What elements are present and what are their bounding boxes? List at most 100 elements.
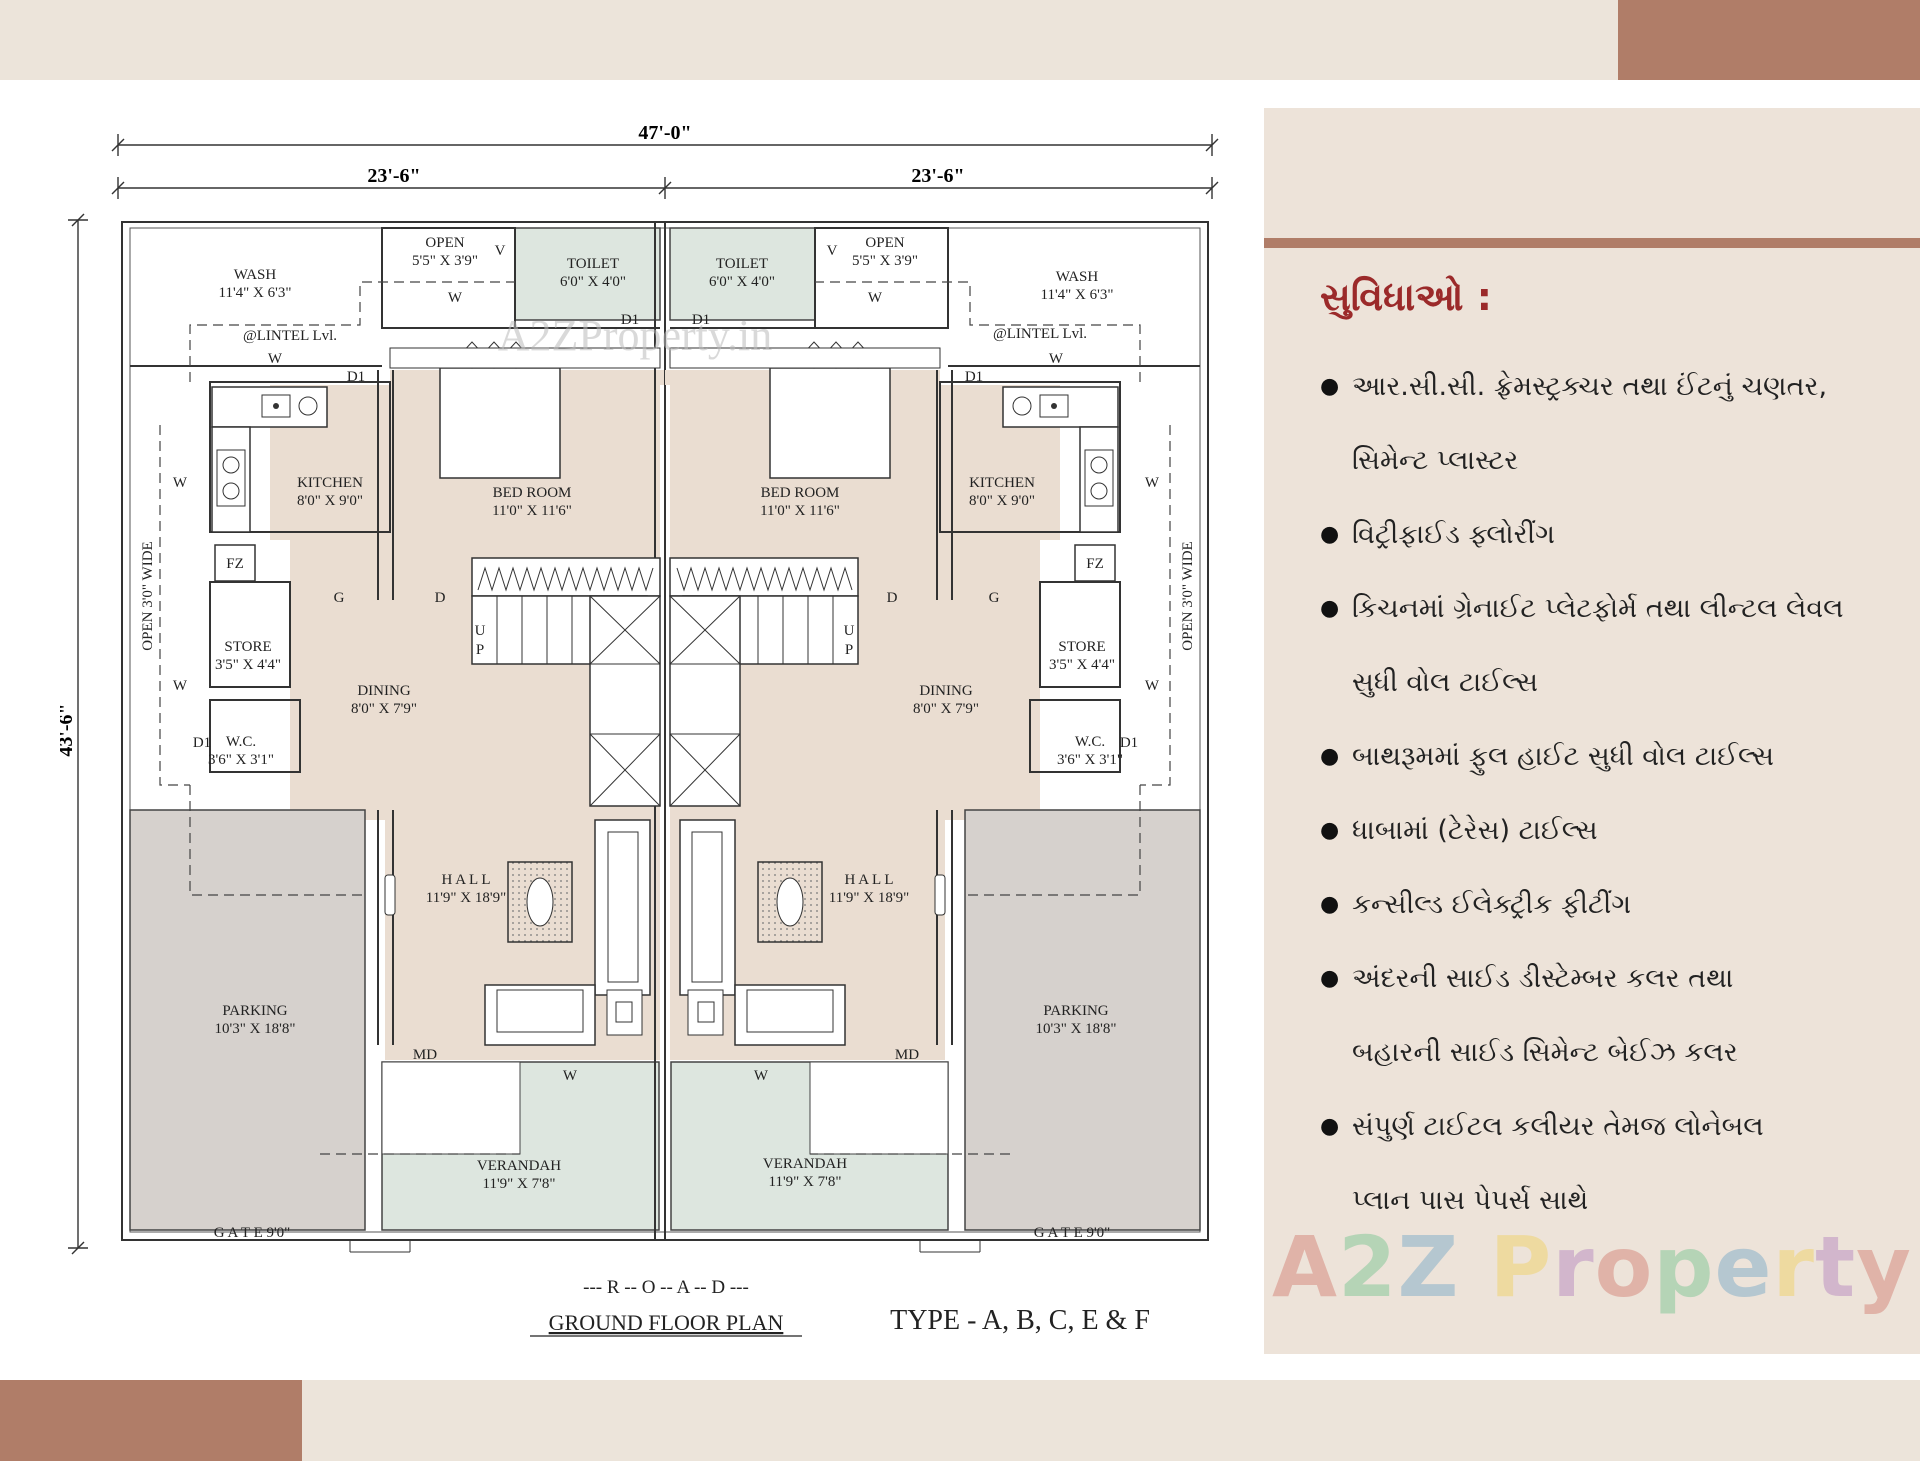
right-store-size: 3'5" X 4'4": [1049, 657, 1115, 673]
left-vent-mark: V: [495, 243, 506, 259]
right-wash-label: WASH: [1056, 269, 1099, 285]
left-wash-size: 11'4" X 6'3": [219, 285, 292, 301]
right-gas-mark: G: [989, 590, 1000, 606]
right-wash-size: 11'4" X 6'3": [1041, 287, 1114, 303]
right-open-side-label: OPEN 3'0" WIDE: [1180, 541, 1196, 650]
bottom-band: [0, 1380, 1920, 1461]
right-lintel-label: @LINTEL Lvl.: [993, 326, 1087, 342]
amenity-item: અંદરની સાઈડ ડીસ્ટેમ્બર કલર તથા: [1320, 942, 1910, 1016]
overall-width-label: 47'-0": [638, 122, 691, 144]
left-parking-size: 10'3" X 18'8": [215, 1021, 296, 1037]
left-bedroom-size: 11'0" X 11'6": [492, 503, 572, 519]
left-kitchen-label: KITCHEN: [297, 475, 363, 491]
left-kitchen-size: 8'0" X 9'0": [297, 493, 363, 509]
right-window-mark-2: W: [1049, 351, 1064, 367]
right-window-mark-1: W: [868, 290, 883, 306]
amenity-item: આર.સી.સી. ફ્રેમસ્ટ્રક્ચર તથા ઈંટનું ચણતર…: [1320, 350, 1910, 424]
left-door-mark-kitchen: D1: [347, 369, 365, 385]
right-window-mark-5: W: [754, 1068, 769, 1084]
left-verandah-size: 11'9" X 7'8": [483, 1176, 556, 1192]
right-parking-label: PARKING: [1043, 1003, 1108, 1019]
left-toilet-label: TOILET: [567, 256, 619, 272]
right-open-size: 5'5" X 3'9": [852, 253, 918, 269]
left-store-size: 3'5" X 4'4": [215, 657, 281, 673]
plan-caption: GROUND FLOOR PLAN: [549, 1310, 784, 1335]
left-up-mark-u: U: [475, 623, 486, 639]
right-fridge-mark: FZ: [1086, 556, 1104, 572]
left-unit: [129, 222, 666, 1253]
left-dining-door-mark: D: [435, 590, 446, 606]
right-wc-size: 3'6" X 3'1": [1057, 752, 1123, 768]
left-wc-size: 3'6" X 3'1": [208, 752, 274, 768]
right-window-mark-3: W: [1145, 475, 1160, 491]
left-store-label: STORE: [224, 639, 271, 655]
right-hall-size: 11'9" X 18'9": [829, 890, 909, 906]
left-wc-label: W.C.: [226, 734, 256, 750]
left-open-size: 5'5" X 3'9": [412, 253, 478, 269]
right-main-door-mark: MD: [895, 1047, 919, 1063]
left-up-mark-p: P: [476, 642, 484, 658]
right-verandah-size: 11'9" X 7'8": [769, 1174, 842, 1190]
right-dining-label: DINING: [919, 683, 972, 699]
right-window-mark-4: W: [1145, 678, 1160, 694]
plan-watermark: A2ZProperty.in: [498, 311, 773, 360]
right-kitchen-label: KITCHEN: [969, 475, 1035, 491]
top-accent-bar: [1618, 0, 1920, 80]
left-window-mark-2: W: [268, 351, 283, 367]
right-hall-label: H A L L: [844, 872, 893, 888]
right-up-mark-u: U: [844, 623, 855, 639]
depth-label: 43'-6": [60, 703, 77, 756]
left-door-mark-toilet: D1: [621, 312, 639, 328]
amenity-item-continued: સિમેન્ટ પ્લાસ્ટર: [1352, 445, 1519, 476]
left-toilet-size: 6'0" X 4'0": [560, 274, 626, 290]
right-bedroom-size: 11'0" X 11'6": [760, 503, 840, 519]
left-fridge-mark: FZ: [226, 556, 244, 572]
amenities-list: આર.સી.સી. ફ્રેમસ્ટ્રક્ચર તથા ઈંટનું ચણતર…: [1320, 350, 1910, 1238]
panel-divider: [1264, 238, 1920, 248]
top-band: [0, 0, 1920, 80]
brand-watermark-logo: A2Z Property: [1272, 1218, 1912, 1316]
left-half-width-label: 23'-6": [367, 165, 420, 187]
right-toilet-label: TOILET: [716, 256, 768, 272]
amenity-item: કન્સીલ્ડ ઈલેક્ટ્રીક ફીટીંગ: [1320, 868, 1910, 942]
left-window-mark-5: W: [563, 1068, 578, 1084]
floor-plan: 47'-0" 23'-6" 23'-6" 43'-6": [55, 110, 1240, 1364]
plan-type: TYPE - A, B, C, E & F: [890, 1305, 1150, 1336]
amenity-item-continued: સુધી વોલ ટાઈલ્સ: [1352, 667, 1539, 698]
amenity-item: ધાબામાં (ટેરેસ) ટાઈલ્સ: [1320, 794, 1910, 868]
road-label: --- R -- O -- A -- D ---: [583, 1277, 749, 1298]
right-door-mark-wc: D1: [1120, 735, 1138, 751]
right-half-width-label: 23'-6": [911, 165, 964, 187]
right-dining-door-mark: D: [887, 590, 898, 606]
left-window-mark-4: W: [173, 678, 188, 694]
amenities-title: સુવિધાઓ :: [1320, 275, 1492, 319]
left-lintel-label: @LINTEL Lvl.: [243, 328, 337, 344]
right-verandah-label: VERANDAH: [763, 1156, 847, 1172]
right-unit: [665, 227, 1201, 1253]
left-window-mark-1: W: [448, 290, 463, 306]
right-door-mark-kitchen: D1: [965, 369, 983, 385]
amenity-item: વિટ્રીફાઈડ ફ્લોરીંગ: [1320, 498, 1910, 572]
amenity-item: સંપુર્ણ ટાઈટલ કલીયર તેમજ લોનેબલ: [1320, 1090, 1910, 1164]
right-gate-label: G A T E 9'0": [1034, 1225, 1111, 1241]
amenity-item-continued: બહારની સાઈડ સિમેન્ટ બેઈઝ કલર: [1352, 1037, 1738, 1068]
left-parking-label: PARKING: [222, 1003, 287, 1019]
right-store-label: STORE: [1058, 639, 1105, 655]
left-hall-size: 11'9" X 18'9": [426, 890, 506, 906]
right-toilet-size: 6'0" X 4'0": [709, 274, 775, 290]
floor-plan-drawing: 47'-0" 23'-6" 23'-6" 43'-6": [55, 122, 1219, 1337]
right-kitchen-size: 8'0" X 9'0": [969, 493, 1035, 509]
right-wc-label: W.C.: [1075, 734, 1105, 750]
right-door-mark-toilet: D1: [692, 312, 710, 328]
bottom-accent-bar: [0, 1380, 302, 1461]
right-bedroom-label: BED ROOM: [761, 485, 840, 501]
right-dining-size: 8'0" X 7'9": [913, 701, 979, 717]
left-gate-label: G A T E 9'0": [214, 1225, 291, 1241]
left-main-door-mark: MD: [413, 1047, 437, 1063]
left-verandah-label: VERANDAH: [477, 1158, 561, 1174]
left-gas-mark: G: [334, 590, 345, 606]
amenity-item: બાથરૂમમાં ફુલ હાઈટ સુધી વોલ ટાઈલ્સ: [1320, 720, 1910, 794]
right-vent-mark: V: [827, 243, 838, 259]
left-bedroom-label: BED ROOM: [493, 485, 572, 501]
right-up-mark-p: P: [845, 642, 853, 658]
